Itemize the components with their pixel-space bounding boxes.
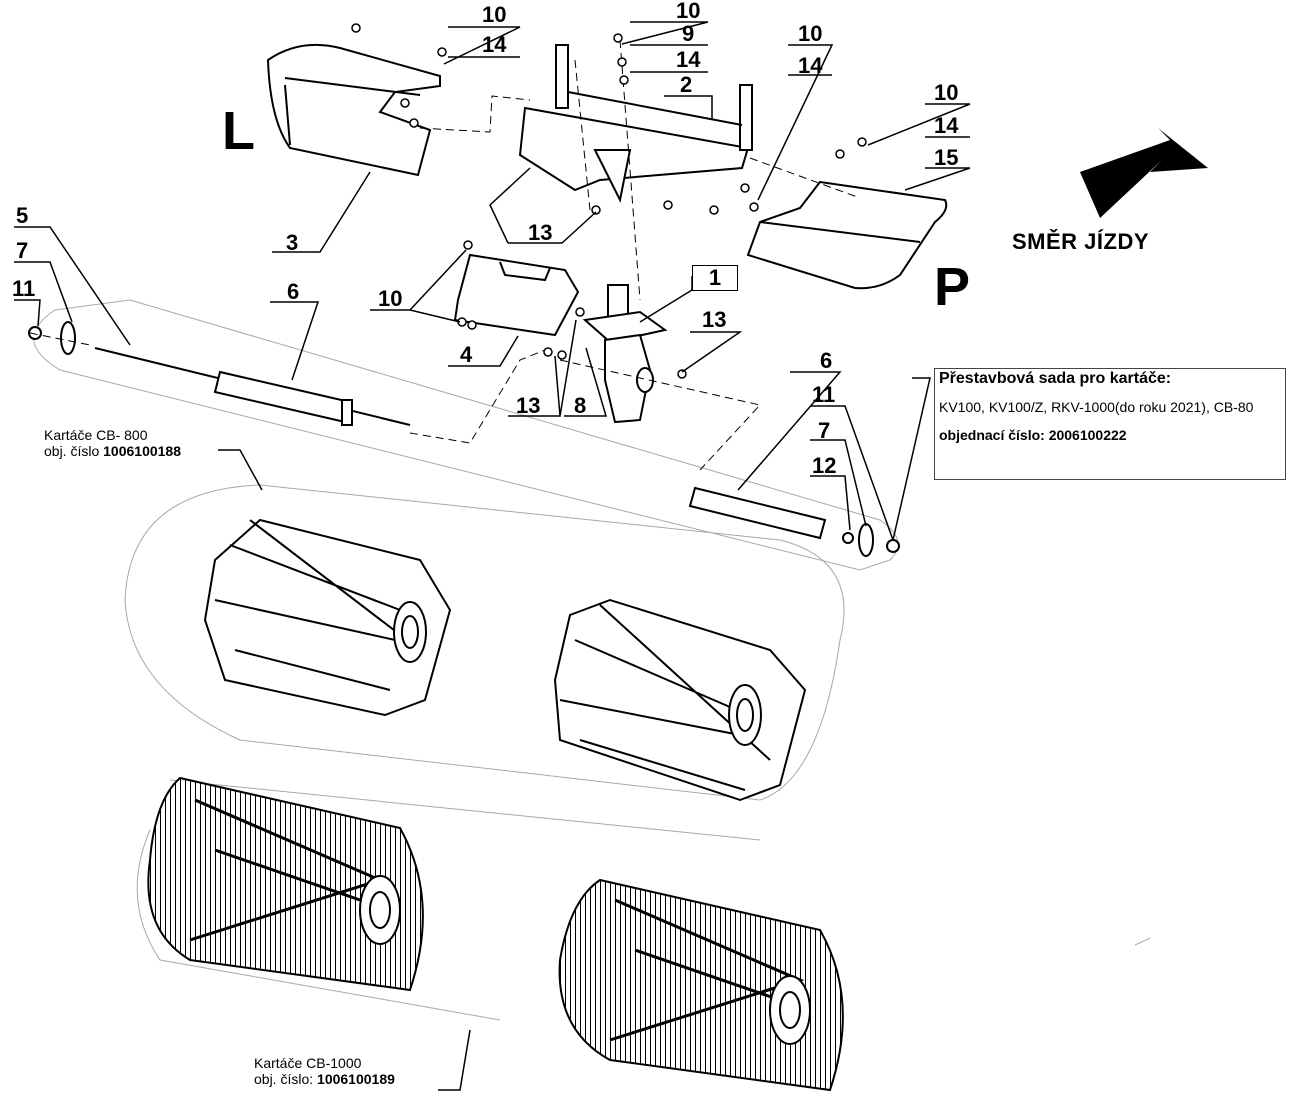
brush-cb800-left xyxy=(203,518,452,717)
part-label: 10 xyxy=(676,0,701,23)
part-label: 14 xyxy=(798,53,823,78)
assembly-lines xyxy=(29,39,861,471)
part-label: 12 xyxy=(812,453,837,478)
part-label: 6 xyxy=(287,279,300,304)
brush-cb1000-caption: Kartáče CB-1000 obj. číslo: 1006100189 xyxy=(254,1055,395,1087)
part-label: 2 xyxy=(680,72,693,97)
part-label: 5 xyxy=(16,203,29,228)
part-label: 7 xyxy=(16,238,29,263)
conversion-kit-box: Přestavbová sada pro kartáče: KV100, KV1… xyxy=(934,368,1286,480)
central-frame xyxy=(518,44,753,204)
left-shaft xyxy=(28,321,411,426)
brush-cb800-right xyxy=(553,598,807,802)
part-label: 8 xyxy=(574,393,587,418)
right-side-label: P xyxy=(934,257,971,317)
part-label: 10 xyxy=(482,2,507,27)
leader-lines xyxy=(14,21,971,1091)
kit-models: KV100, KV100/Z, RKV-1000(do roku 2021), … xyxy=(939,399,1254,415)
part-label: 3 xyxy=(286,230,299,255)
part-label: 11 xyxy=(812,382,836,407)
part-label: 6 xyxy=(820,348,833,373)
part-label: 9 xyxy=(682,21,695,46)
driving-direction-label: SMĚR JÍZDY xyxy=(1012,229,1150,254)
brush-cb800-order: obj. číslo 1006100188 xyxy=(44,443,182,459)
gearbox xyxy=(582,284,668,424)
left-cover xyxy=(266,43,441,177)
kit-title: Přestavbová sada pro kartáče: xyxy=(939,370,1172,387)
left-side-label: L xyxy=(222,101,255,161)
part-label: 13 xyxy=(516,393,541,418)
fasteners xyxy=(351,23,867,379)
part-label: 13 xyxy=(702,307,727,332)
part-label: 7 xyxy=(818,418,831,443)
part-label: 14 xyxy=(676,47,701,72)
part-label-boxed: 1 xyxy=(692,265,738,291)
part-label: 11 xyxy=(12,276,36,301)
part-label: 4 xyxy=(460,342,473,367)
brush-cb800-name: Kartáče CB- 800 xyxy=(44,427,148,443)
mounting-plate xyxy=(453,253,580,337)
brush-cb1000-left xyxy=(147,776,424,992)
brush-cb800-caption: Kartáče CB- 800 obj. číslo 1006100188 xyxy=(44,427,181,459)
part-label: 10 xyxy=(378,286,403,311)
brush-cb1000-name: Kartáče CB-1000 xyxy=(254,1055,362,1071)
brush-cb1000-right xyxy=(558,878,844,1092)
right-shaft xyxy=(688,486,900,557)
right-cover xyxy=(746,180,948,290)
brush-cb1000-order: obj. číslo: 1006100189 xyxy=(254,1071,395,1087)
part-label: 15 xyxy=(934,145,959,170)
part-label: 14 xyxy=(934,113,959,138)
part-label: 13 xyxy=(528,220,553,245)
part-label: 10 xyxy=(798,21,823,46)
kit-order-number: objednací číslo: 2006100222 xyxy=(939,427,1127,443)
part-label: 14 xyxy=(482,32,507,57)
direction-arrow xyxy=(1080,128,1208,218)
part-label: 10 xyxy=(934,80,959,105)
